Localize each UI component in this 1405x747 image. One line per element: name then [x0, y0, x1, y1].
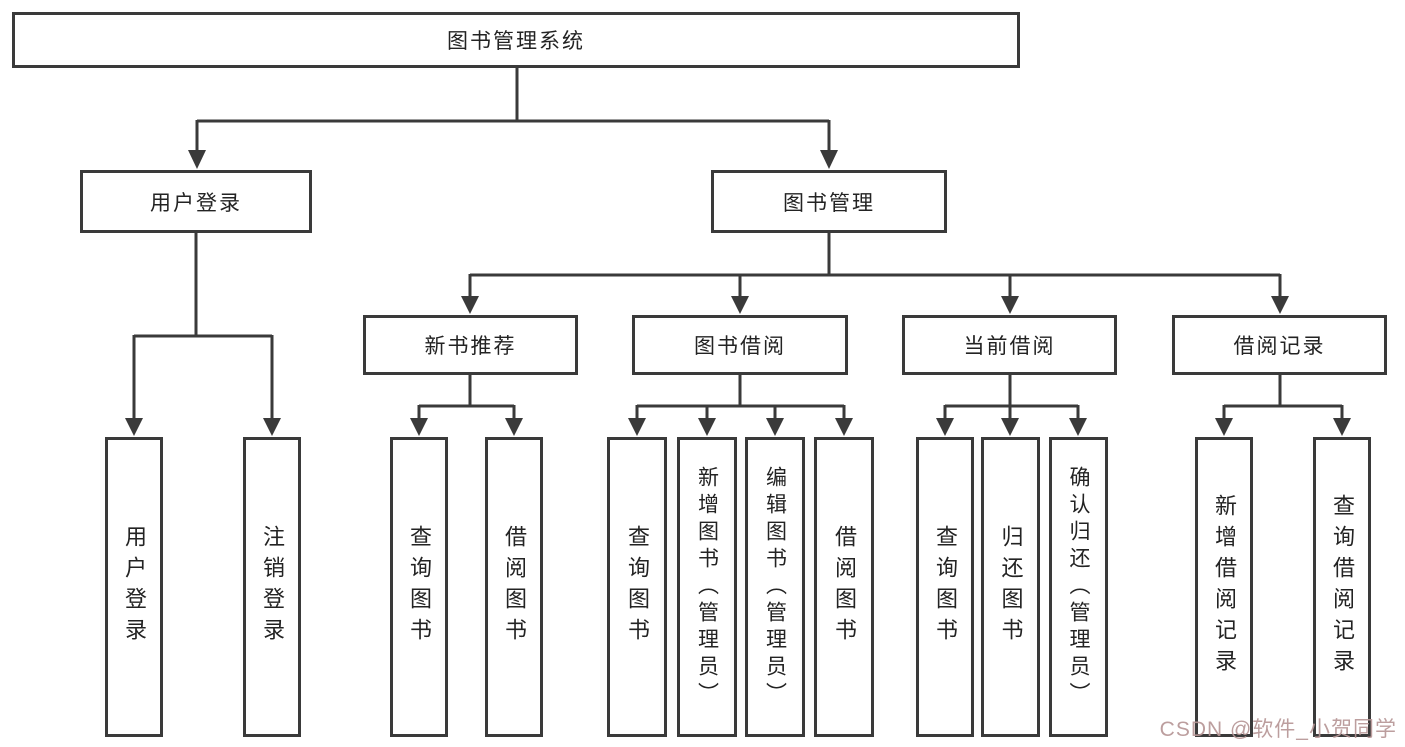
leaf-query-books-recommend: 查询图书	[390, 437, 448, 737]
node-book-borrowing: 图书借阅	[632, 315, 848, 375]
leaf-query-borrow-record: 查询借阅记录	[1313, 437, 1371, 737]
leaf-query-books-current: 查询图书	[916, 437, 974, 737]
node-current-borrowing: 当前借阅	[902, 315, 1117, 375]
csdn-watermark: CSDN @软件_小贺同学	[1159, 718, 1397, 741]
leaf-logout: 注销登录	[243, 437, 301, 737]
leaf-query-books-borrowing: 查询图书	[607, 437, 667, 737]
node-user-login-module: 用户登录	[80, 170, 312, 233]
leaf-add-borrow-record: 新增借阅记录	[1195, 437, 1253, 737]
node-new-book-recommend: 新书推荐	[363, 315, 578, 375]
leaf-borrow-books: 借阅图书	[814, 437, 874, 737]
leaf-return-books: 归还图书	[981, 437, 1040, 737]
leaf-confirm-return-admin: 确认归还（管理员）	[1049, 437, 1108, 737]
leaf-add-books-admin: 新增图书（管理员）	[677, 437, 737, 737]
node-root-system: 图书管理系统	[12, 12, 1020, 68]
node-borrow-records: 借阅记录	[1172, 315, 1387, 375]
leaf-edit-books-admin: 编辑图书（管理员）	[745, 437, 805, 737]
leaf-user-login: 用户登录	[105, 437, 163, 737]
leaf-borrow-books-recommend: 借阅图书	[485, 437, 543, 737]
node-book-management-module: 图书管理	[711, 170, 947, 233]
